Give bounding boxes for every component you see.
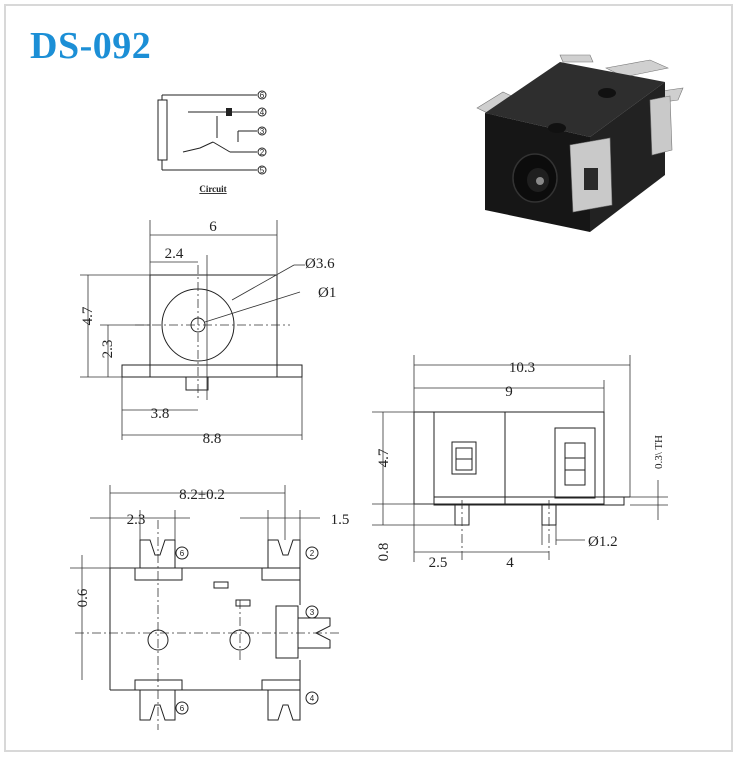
dim-side-length-body: 9	[505, 384, 513, 400]
dim-side-pin-offset: 2.5	[429, 555, 448, 571]
dim-side-pin-pitch: 4	[506, 555, 514, 571]
front-view-pin	[185, 376, 209, 391]
dim-footprint-pad-span: 8.2±0.2	[179, 487, 225, 503]
svg-text:2: 2	[310, 549, 315, 558]
footprint-pad-bottom-left: 6	[134, 679, 189, 721]
footprint-pad-top-right: 2	[261, 539, 319, 581]
front-view-base	[121, 364, 303, 378]
svg-text:6: 6	[180, 704, 185, 713]
dim-footprint-pad-width: 2.3	[127, 512, 146, 528]
side-view: 10.3 9 4.7 0.3\ TH 0.8 2.5 4 Ø1.2	[372, 355, 668, 571]
side-view-tab	[554, 427, 596, 499]
dim-front-width-top: 6	[209, 219, 217, 235]
footprint-hole-right	[229, 629, 251, 651]
footprint-pad-center-right: 3	[275, 605, 331, 659]
footprint-view: 6 2 3 6 4 8.2±0.2	[70, 485, 349, 730]
circuit-switch-spring	[182, 141, 214, 153]
dim-side-height: 4.7	[376, 448, 392, 467]
dim-front-width-bottom: 8.8	[203, 431, 222, 447]
dim-front-height: 4.7	[80, 306, 96, 325]
circuit-schematic: 6 4 3 2 5 Circuit	[157, 90, 267, 194]
svg-text:5: 5	[260, 166, 265, 175]
circuit-pin-4: 4	[257, 107, 267, 117]
footprint-pad-bottom-right: 4	[261, 679, 319, 721]
svg-text:4: 4	[310, 694, 315, 703]
svg-text:2: 2	[260, 148, 265, 157]
circuit-sleeve-contact	[157, 99, 168, 161]
footprint-pad-top-left: 6	[134, 539, 189, 581]
circuit-pin-5: 5	[257, 165, 267, 175]
part-number-title: DS-092	[30, 25, 152, 67]
dim-side-pin-diameter: Ø1.2	[588, 534, 618, 550]
dim-front-hole-inner: Ø1	[318, 285, 336, 301]
dim-front-center-height: 2.3	[100, 340, 116, 359]
circuit-pin-6: 6	[257, 90, 267, 100]
circuit-center-pin	[226, 108, 232, 116]
svg-text:4: 4	[260, 108, 265, 117]
front-view: 6 2.4 Ø3.6 Ø1 4.7 2.3 3.8 8.8	[80, 219, 336, 447]
front-view-body	[149, 274, 278, 378]
dim-footprint-pad-width-right: 1.5	[331, 512, 350, 528]
circuit-pin-2: 2	[257, 147, 267, 157]
svg-text:3: 3	[260, 127, 265, 136]
product-photo	[476, 54, 684, 232]
circuit-pin-3: 3	[257, 126, 267, 136]
circuit-caption: Circuit	[199, 184, 226, 194]
svg-text:6: 6	[180, 549, 185, 558]
footprint-hole-left	[147, 629, 169, 651]
svg-text:6: 6	[260, 91, 265, 100]
dim-side-thickness: 0.3\ TH	[653, 435, 665, 469]
dim-front-offset-bottom: 3.8	[151, 406, 170, 422]
dim-side-length-total: 10.3	[509, 360, 535, 376]
svg-text:3: 3	[310, 608, 315, 617]
dim-side-standoff: 0.8	[376, 543, 392, 562]
dim-front-hole-outer: Ø3.6	[305, 256, 335, 272]
dim-front-offset-top: 2.4	[165, 246, 184, 262]
side-view-base	[433, 496, 625, 506]
dim-footprint-offset-vertical: 0.6	[75, 588, 91, 607]
